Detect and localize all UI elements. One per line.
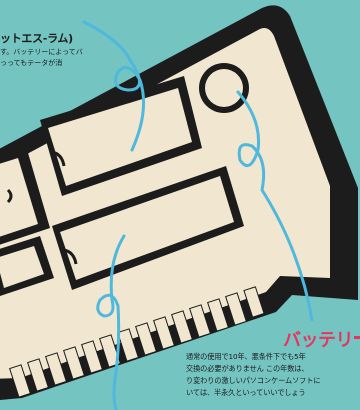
battery-note-line: 交換の必要がありません この年数は、 xyxy=(186,364,309,373)
edge-connector xyxy=(9,286,265,398)
battery-note-title: バッテリ xyxy=(283,330,354,351)
battery-title-dash xyxy=(354,336,360,339)
chip-small-left xyxy=(0,236,54,296)
chip-left xyxy=(0,146,50,245)
top-note-title: ットエス-ラム) xyxy=(0,32,73,45)
leader-lines xyxy=(82,20,314,410)
chip-upper xyxy=(40,76,202,196)
battery-circle xyxy=(199,63,249,113)
battery-note-line: いては、半永久といっていいでしょう xyxy=(186,388,306,397)
top-note-line-1: す。バッテリーによってバ xyxy=(0,48,83,56)
battery-note-line: 通常の使用で10年、悪条件下でも5年 xyxy=(186,352,306,361)
chip-lower xyxy=(52,166,244,290)
battery-note-line: り変わりの激しいパソコンケームソフトに xyxy=(186,376,321,385)
top-note-line-2: っってもテータが消 xyxy=(0,59,63,67)
